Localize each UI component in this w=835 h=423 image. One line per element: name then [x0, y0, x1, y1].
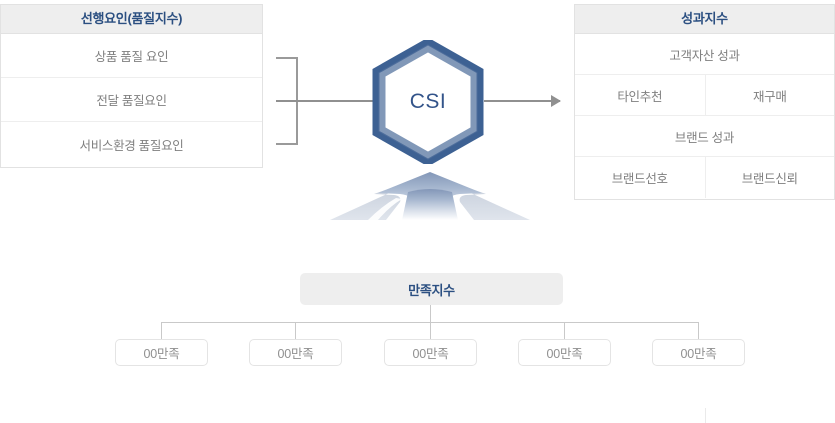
performance-index-header: 성과지수	[575, 5, 834, 34]
tree-horizontal-bar	[161, 322, 698, 323]
performance-row-4: 브랜드선호 브랜드신뢰	[575, 157, 834, 198]
performance-label-repurchase: 재구매	[704, 75, 835, 115]
performance-row-3: 브랜드 성과	[575, 116, 834, 157]
hexagon-shape	[372, 37, 484, 167]
performance-label-brand-performance: 브랜드 성과	[674, 130, 735, 145]
arrow-right-icon	[551, 95, 561, 107]
performance-row-2: 타인추천 재구매	[575, 75, 834, 116]
tree-drop-5	[698, 322, 699, 339]
bracket-to-hexagon-line	[276, 100, 376, 102]
performance-label-brand-trust: 브랜드신뢰	[704, 157, 835, 198]
csi-node-label: CSI	[409, 90, 447, 113]
antecedent-factors-panel: 선행요인(품질지수) 상품 품질 요인 전달 품질요인 서비스환경 품질요인	[0, 4, 263, 168]
satisfaction-index-title: 만족지수	[300, 273, 563, 305]
antecedent-label-2: 전달 품질요인	[96, 94, 167, 108]
performance-label-customer-asset: 고객자산 성과	[669, 48, 740, 63]
tree-drop-2	[295, 322, 296, 339]
satisfaction-item-label-1: 00만족	[143, 347, 180, 361]
satisfaction-item-label-2: 00만족	[277, 347, 314, 361]
bracket-bottom-stub	[276, 143, 298, 145]
hexagon-to-outcome-line	[484, 100, 560, 102]
performance-row-1: 고객자산 성과	[575, 34, 834, 75]
antecedent-factors-header: 선행요인(품질지수)	[1, 5, 262, 34]
tree-stem-line	[430, 305, 431, 322]
antecedent-row-3: 서비스환경 품질요인	[1, 122, 262, 166]
satisfaction-item-label-5: 00만족	[680, 347, 717, 361]
antecedent-label-1: 상품 품질 요인	[94, 50, 169, 64]
antecedent-row-2: 전달 품질요인	[1, 78, 262, 122]
tree-drop-1	[161, 322, 162, 339]
satisfaction-item-label-3: 00만족	[412, 347, 449, 361]
upward-fan-arrow-icon	[330, 172, 530, 220]
performance-label-brand-preference: 브랜드선호	[611, 172, 668, 186]
satisfaction-item-2: 00만족	[249, 339, 342, 366]
bracket-top-stub	[276, 57, 298, 59]
csi-hexagon-node: CSI	[372, 37, 484, 167]
scroll-artifact	[705, 408, 706, 423]
satisfaction-item-label-4: 00만족	[546, 347, 583, 361]
satisfaction-item-4: 00만족	[518, 339, 611, 366]
satisfaction-item-3: 00만족	[384, 339, 477, 366]
satisfaction-item-1: 00만족	[115, 339, 208, 366]
satisfaction-item-5: 00만족	[652, 339, 745, 366]
tree-drop-4	[564, 322, 565, 339]
antecedent-label-3: 서비스환경 품질요인	[79, 138, 184, 153]
performance-index-panel: 성과지수 고객자산 성과 타인추천 재구매 브랜드 성과 브랜드선호 브랜드신뢰	[574, 4, 835, 200]
performance-label-recommendation: 타인추천	[617, 89, 663, 104]
tree-drop-3	[430, 322, 431, 339]
antecedent-row-1: 상품 품질 요인	[1, 34, 262, 78]
